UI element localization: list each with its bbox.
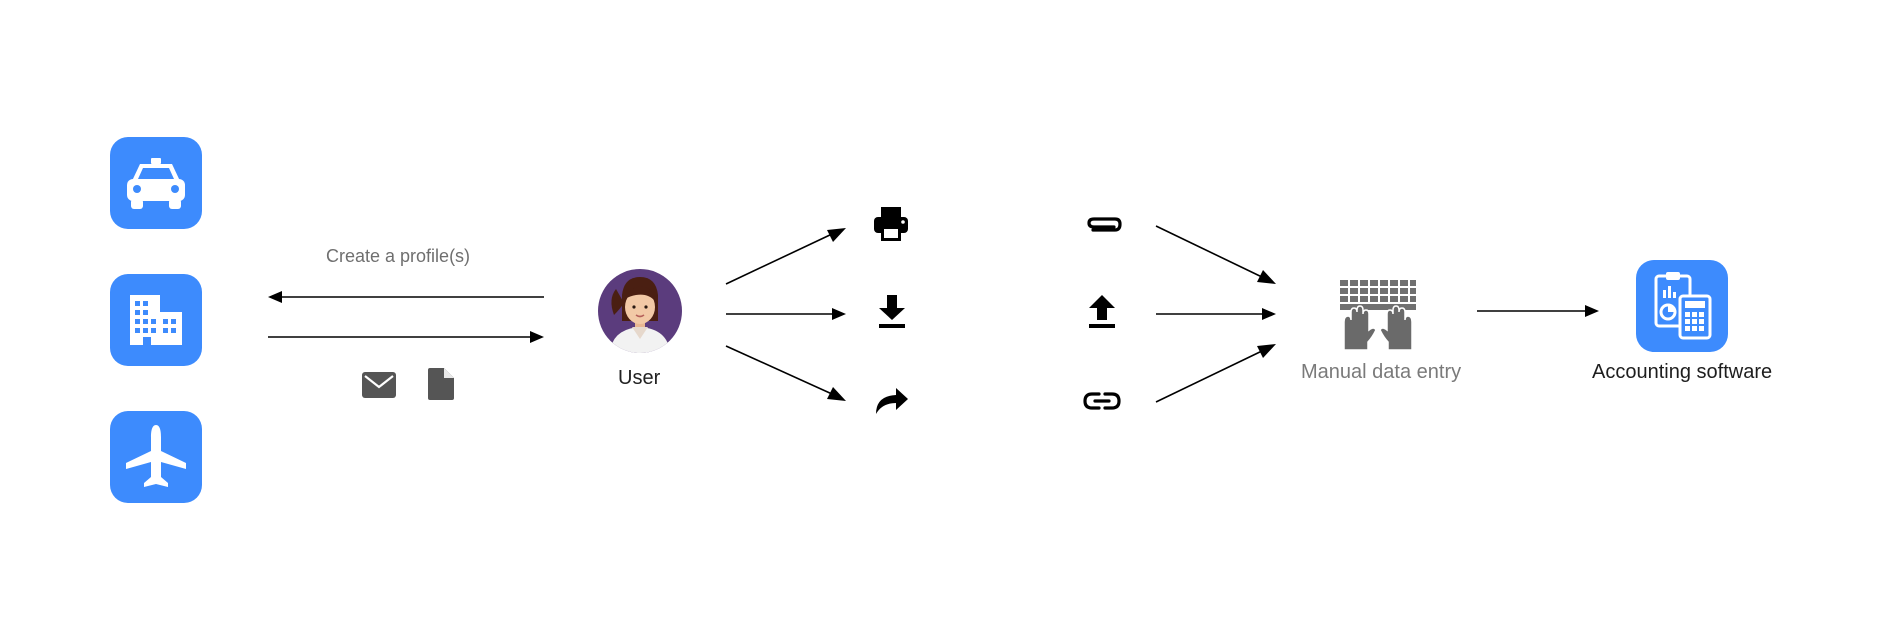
user-avatar — [598, 269, 682, 353]
airplane-icon — [126, 425, 186, 487]
upload-icon — [1089, 295, 1115, 328]
document-icon — [428, 368, 454, 400]
accounting-software-icon — [1654, 272, 1712, 340]
accounting-software-label: Accounting software — [1592, 361, 1773, 383]
download-icon — [879, 295, 905, 328]
keyboard-hands-icon — [1340, 280, 1416, 350]
input-arrows — [1155, 225, 1276, 403]
airplane-tile — [110, 411, 202, 503]
printer-icon — [874, 207, 908, 241]
manual-entry-label: Manual data entry — [1301, 361, 1462, 383]
profile-arrows — [268, 291, 544, 343]
accounting-software-tile — [1636, 260, 1728, 352]
taxi-icon — [127, 158, 185, 209]
building-tile — [110, 274, 202, 366]
building-icon — [130, 295, 182, 345]
user-label: User — [618, 367, 661, 389]
share-icon — [876, 388, 908, 414]
user-action-arrows — [725, 228, 846, 401]
envelope-icon — [362, 372, 396, 398]
to-accounting-arrow — [1477, 305, 1599, 317]
paperclip-icon — [1087, 217, 1122, 232]
link-icon — [1083, 392, 1121, 410]
taxi-tile — [110, 137, 202, 229]
create-profile-label: Create a profile(s) — [326, 246, 471, 266]
